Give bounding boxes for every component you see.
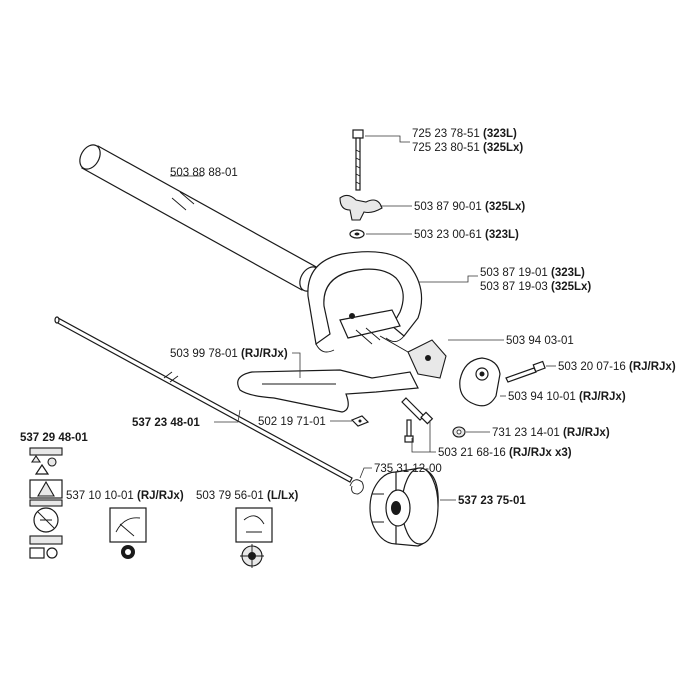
label-decal-b: 503 79 56-01 (L/Lx) bbox=[196, 490, 298, 502]
label-handle-b: 503 87 19-03 (325Lx) bbox=[480, 281, 591, 293]
label-bolt-b: 725 23 80-51 (325Lx) bbox=[412, 142, 523, 154]
leader-lines bbox=[170, 135, 556, 501]
vertical-screw-part bbox=[404, 419, 414, 443]
clamp-part bbox=[379, 335, 447, 379]
label-handle-a: 503 87 19-01 (323L) bbox=[480, 267, 585, 279]
label-decal-a: 537 10 10-01 (RJ/RJx) bbox=[66, 490, 184, 502]
wing-knob-part bbox=[339, 194, 383, 221]
right-nut-part bbox=[452, 426, 466, 438]
label-bolt-a: 725 23 78-51 (323L) bbox=[412, 128, 517, 140]
drive-shaft-part bbox=[54, 316, 353, 483]
label-guard: 537 23 75-01 bbox=[458, 495, 526, 507]
label-clamp: 503 94 03-01 bbox=[506, 335, 574, 347]
label-j-handle: 503 99 78-01 (RJ/RJx) bbox=[170, 348, 288, 360]
spring-part bbox=[349, 479, 364, 495]
decal-set-part bbox=[29, 447, 63, 559]
right-screw-part bbox=[505, 360, 546, 383]
label-bracket: 503 94 10-01 (RJ/RJx) bbox=[508, 391, 626, 403]
label-screw-b: 503 21 68-16 (RJ/RJx x3) bbox=[438, 447, 572, 459]
label-screw-r: 503 20 07-16 (RJ/RJx) bbox=[558, 361, 676, 373]
label-decal-set: 537 29 48-01 bbox=[20, 432, 88, 444]
label-spring: 735 31 12-00 bbox=[374, 463, 442, 475]
j-handle-part bbox=[237, 369, 419, 413]
decal-b-part bbox=[235, 507, 273, 568]
shaft-tube-part bbox=[79, 144, 321, 292]
label-drive-shaft: 537 23 48-01 bbox=[132, 417, 200, 429]
label-nut-r: 731 23 14-01 (RJ/RJx) bbox=[492, 427, 610, 439]
guard-part bbox=[369, 467, 439, 547]
decal-a-part bbox=[109, 507, 147, 559]
washer-part bbox=[349, 229, 365, 239]
handle-bracket-part bbox=[459, 357, 501, 407]
label-nut-small: 502 19 71-01 bbox=[258, 416, 326, 428]
label-shaft-tube: 503 88 88-01 bbox=[170, 167, 238, 179]
label-knob: 503 87 90-01 (325Lx) bbox=[414, 201, 525, 213]
bolt-part bbox=[352, 129, 364, 191]
label-washer: 503 23 00-61 (323L) bbox=[414, 229, 519, 241]
labels: 725 23 78-51 (323L) 725 23 80-51 (325Lx)… bbox=[20, 128, 676, 507]
small-nut-part bbox=[350, 415, 370, 427]
loop-handle-part bbox=[307, 251, 423, 353]
